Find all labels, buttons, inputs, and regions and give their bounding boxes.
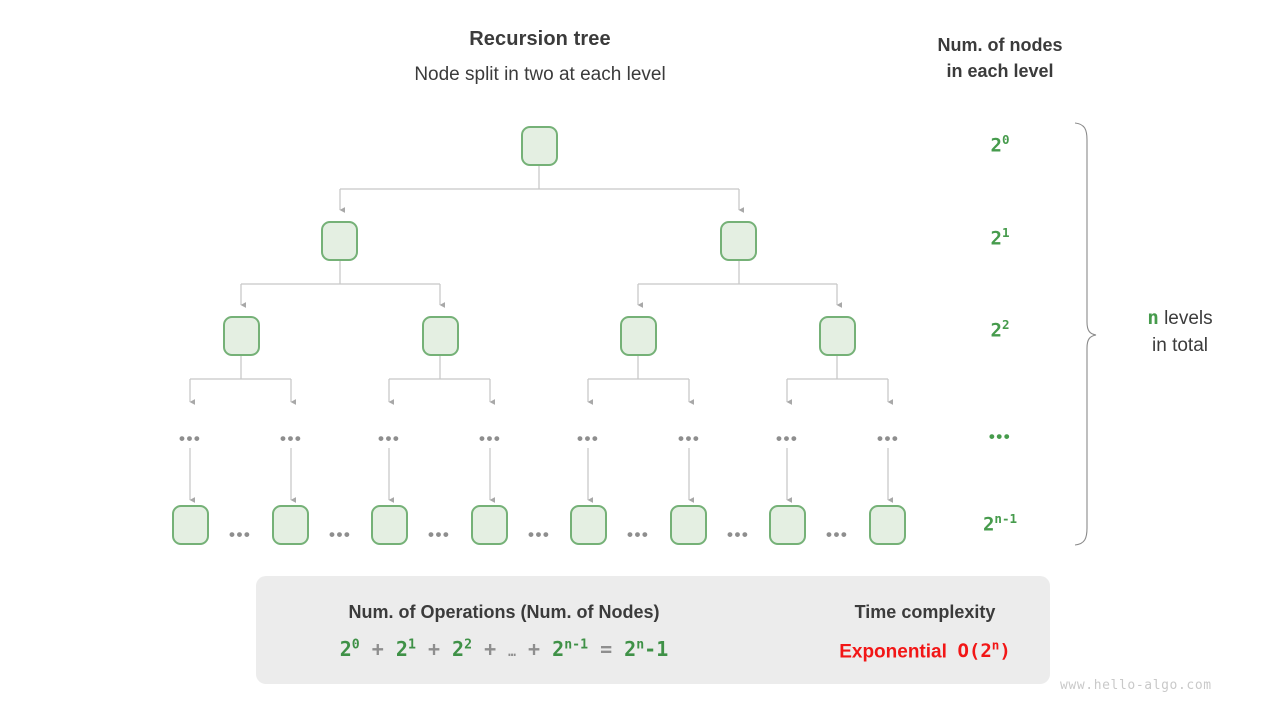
level-count-0: 20	[940, 132, 1060, 156]
tree-node	[223, 316, 260, 356]
tree-node	[869, 505, 906, 545]
bottom-row-ellipsis: •••	[826, 525, 849, 544]
formula-term-2-exp: 1	[407, 637, 416, 653]
complexity-name: Exponential	[839, 641, 947, 663]
page-title: Recursion tree	[469, 28, 611, 50]
formula-op-2: +	[427, 637, 440, 661]
bottom-row-ellipsis: •••	[727, 525, 750, 544]
formula-term-1: 20	[340, 637, 360, 661]
formula-term-3: 22	[452, 637, 472, 661]
tree-node-ellipsis: •••	[479, 429, 502, 448]
tree-node-ellipsis: •••	[577, 429, 600, 448]
levels-brace-word: levels	[1164, 308, 1213, 329]
right-column-title-line1: Num. of nodes	[937, 35, 1063, 55]
tree-node	[720, 221, 757, 261]
complexity-big-o: O(2n)	[957, 638, 1011, 663]
tree-node	[670, 505, 707, 545]
formula-term-4-exp: n-1	[564, 637, 589, 653]
tree-node-ellipsis: •••	[776, 429, 799, 448]
formula-result-base: 2	[624, 637, 637, 661]
level-count-2-exp: 2	[1001, 317, 1010, 332]
tree-node	[321, 221, 358, 261]
levels-brace-caption: n levels in total	[1105, 305, 1255, 359]
levels-brace-line1: n levels	[1105, 305, 1255, 332]
summary-panel	[256, 576, 1050, 684]
levels-brace-line2: in total	[1152, 335, 1208, 356]
tree-node	[422, 316, 459, 356]
levels-brace	[1074, 122, 1097, 546]
summary-right-title: Time complexity	[854, 602, 996, 622]
bottom-row-ellipsis: •••	[329, 525, 352, 544]
bottom-row-ellipsis: •••	[229, 525, 252, 544]
formula-op-4: +	[528, 637, 541, 661]
formula-result-tail: -1	[644, 637, 669, 661]
tree-node-ellipsis: •••	[877, 429, 900, 448]
summary-complexity: Exponential O(2n)	[800, 638, 1050, 663]
level-count-1-exp: 1	[1001, 225, 1010, 240]
level-count-last-exp: n-1	[994, 511, 1018, 526]
formula-result: 2n-1	[624, 637, 668, 661]
bottom-row-ellipsis: •••	[627, 525, 650, 544]
summary-formula: 20 + 21 + 22 + … + 2n-1 = 2n-1	[256, 637, 752, 661]
tree-node	[172, 505, 209, 545]
formula-term-3-exp: 2	[464, 637, 473, 653]
page-subtitle: Node split in two at each level	[414, 64, 666, 85]
tree-node-ellipsis: •••	[378, 429, 401, 448]
right-column-title: Num. of nodes in each level	[890, 32, 1110, 84]
formula-term-2: 21	[396, 637, 416, 661]
level-count-ellipsis: •••	[988, 427, 1012, 446]
tree-node	[570, 505, 607, 545]
formula-term-2-base: 2	[395, 637, 408, 661]
right-column-title-line2: in each level	[946, 61, 1054, 81]
formula-term-4: 2n-1	[552, 637, 588, 661]
formula-result-exp: n	[636, 637, 645, 653]
tree-node-ellipsis: •••	[678, 429, 701, 448]
watermark: www.hello-algo.com	[1060, 678, 1212, 693]
bottom-row-ellipsis: •••	[428, 525, 451, 544]
level-count-1-base: 2	[990, 227, 1002, 250]
formula-equals: =	[600, 637, 613, 661]
tree-node	[272, 505, 309, 545]
level-count-2: 22	[940, 317, 1060, 341]
formula-term-3-base: 2	[452, 637, 465, 661]
tree-node-ellipsis: •••	[179, 429, 202, 448]
tree-node	[371, 505, 408, 545]
formula-term-1-base: 2	[339, 637, 352, 661]
tree-node	[471, 505, 508, 545]
tree-node	[521, 126, 558, 166]
bottom-row-ellipsis: •••	[528, 525, 551, 544]
tree-node-ellipsis: •••	[280, 429, 303, 448]
level-count-last: 2n-1	[940, 511, 1060, 535]
formula-ellipsis: …	[508, 645, 516, 660]
formula-op-3: +	[484, 637, 497, 661]
formula-op-1: +	[371, 637, 384, 661]
level-count-2-base: 2	[990, 319, 1002, 342]
tree-node	[620, 316, 657, 356]
formula-term-1-exp: 0	[351, 637, 360, 653]
tree-node	[769, 505, 806, 545]
complexity-big-o-exp: n	[991, 638, 1000, 653]
level-count-last-base: 2	[982, 513, 995, 536]
level-count-0-exp: 0	[1001, 132, 1010, 147]
level-count-1: 21	[940, 225, 1060, 249]
complexity-big-o-suffix: )	[999, 640, 1011, 663]
levels-n-symbol: n	[1147, 307, 1159, 329]
summary-left-title: Num. of Operations (Num. of Nodes)	[348, 602, 660, 622]
tree-node	[819, 316, 856, 356]
complexity-big-o-prefix: O(2	[957, 640, 992, 663]
formula-term-4-base: 2	[552, 637, 565, 661]
level-count-0-base: 2	[990, 134, 1002, 157]
